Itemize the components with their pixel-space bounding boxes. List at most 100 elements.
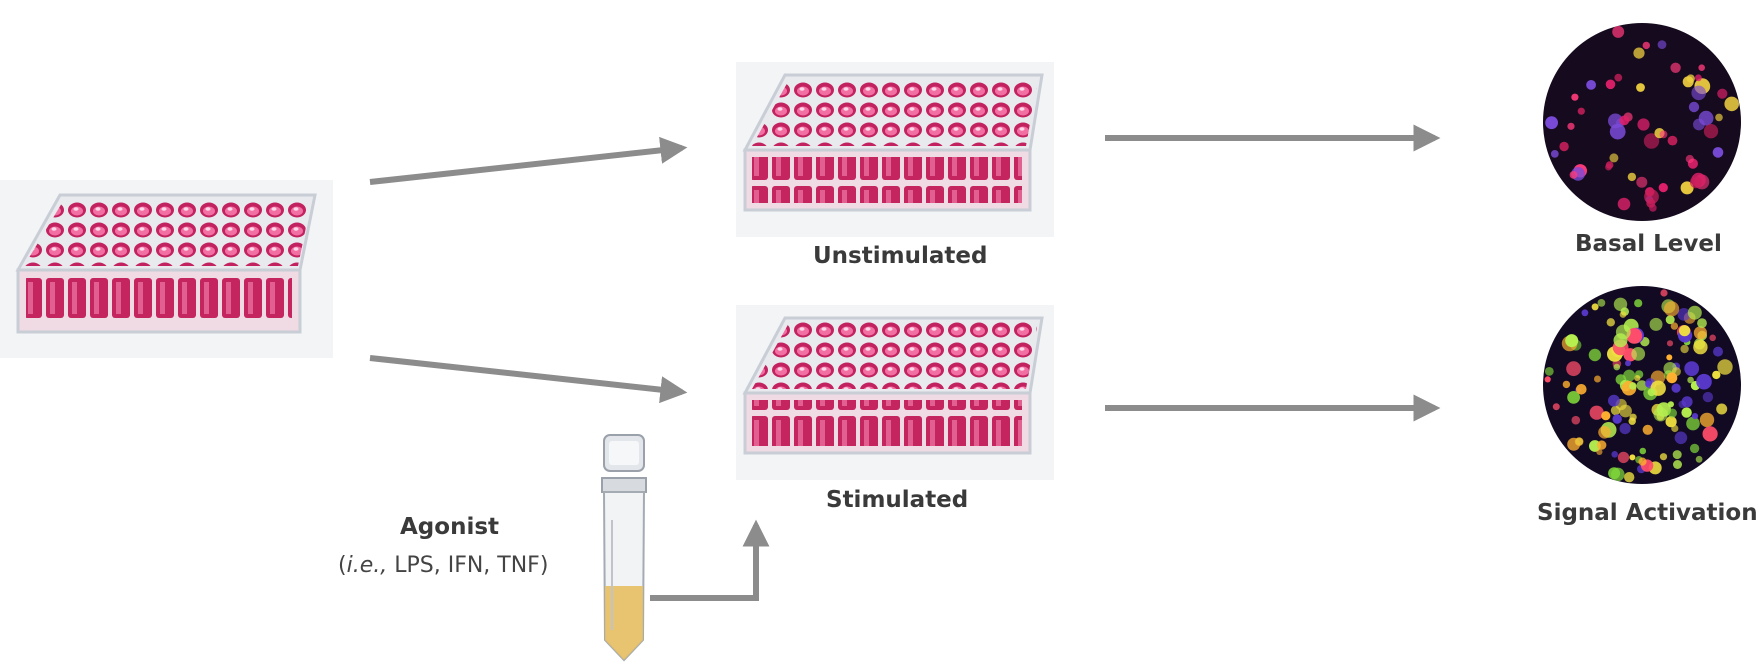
cell-dot <box>1581 309 1589 317</box>
cell-dot <box>1666 372 1678 384</box>
cell-dot <box>1597 299 1606 307</box>
cell-dot <box>1629 454 1636 461</box>
cell-dot <box>1666 340 1674 347</box>
cell-dot <box>1717 88 1728 99</box>
cell-dot <box>1586 80 1596 90</box>
cell-dot <box>1653 407 1668 422</box>
cell-dot <box>1702 391 1714 403</box>
agonist-open-paren: ( <box>338 553 347 578</box>
stimulated-plate-icon <box>736 305 1054 480</box>
cell-dot <box>1682 76 1694 88</box>
cell-dot <box>1664 301 1680 317</box>
cell-dot <box>1715 113 1723 122</box>
cell-dot <box>1659 130 1668 139</box>
cell-dot <box>1567 122 1575 130</box>
cell-dot <box>1566 361 1581 377</box>
cell-dot <box>1679 325 1691 337</box>
cell-dot <box>1552 403 1560 411</box>
cell-dot <box>1642 424 1653 435</box>
cell-dot <box>1567 391 1580 404</box>
cell-dot <box>1677 308 1691 321</box>
cell-dot <box>1643 133 1660 149</box>
cell-dot <box>1619 423 1631 435</box>
cell-dot <box>1670 62 1681 73</box>
cell-dot <box>1713 346 1723 357</box>
cell-dot <box>1678 400 1687 409</box>
cell-dot <box>1695 74 1702 82</box>
cell-dot <box>1696 373 1712 390</box>
cell-dot <box>1591 303 1599 311</box>
unstimulated-label: Unstimulated <box>813 243 988 269</box>
cell-dot <box>1624 472 1635 483</box>
cell-dot <box>1605 79 1616 90</box>
cell-dot <box>1636 176 1648 188</box>
cell-dot <box>1667 408 1677 418</box>
cell-dot <box>1680 344 1689 354</box>
cell-dot <box>1628 417 1636 425</box>
basal-micrograph-icon <box>1543 23 1741 221</box>
cell-dot <box>1613 363 1621 371</box>
cell-dot <box>1638 457 1647 466</box>
cell-dot <box>1562 380 1571 389</box>
cell-dot <box>1673 460 1682 469</box>
cell-dot <box>1633 47 1645 59</box>
cell-dot <box>1716 403 1728 415</box>
cell-dot <box>1712 370 1721 380</box>
cell-dot <box>1687 305 1702 320</box>
cell-dot <box>1571 415 1581 425</box>
cell-dot <box>1597 440 1607 450</box>
cell-dot <box>1667 135 1678 146</box>
cell-dot <box>1689 443 1700 454</box>
cell-dot <box>1670 322 1679 330</box>
cell-dot <box>1685 154 1694 164</box>
cell-dot <box>1589 405 1604 420</box>
cell-dot <box>1693 339 1708 355</box>
cell-dot <box>1659 453 1668 461</box>
cell-dot <box>1609 123 1626 140</box>
arrow-to-unstimulated <box>369 136 688 185</box>
cell-dot <box>1588 348 1602 362</box>
cell-dot <box>1657 40 1667 49</box>
cell-dot <box>1611 467 1625 482</box>
cell-dot <box>1596 448 1603 455</box>
arrow-agonist-to-stimulated <box>650 519 770 601</box>
cell-dot <box>1697 318 1707 328</box>
cell-dot <box>1702 426 1718 442</box>
cell-dot <box>1636 380 1648 391</box>
cell-dot <box>1619 311 1627 318</box>
signal-micrograph-icon <box>1543 286 1741 484</box>
stimulated-label: Stimulated <box>826 487 969 513</box>
agonist-tube-icon <box>601 434 647 662</box>
cell-dot <box>1619 115 1630 126</box>
cell-dot <box>1611 451 1618 458</box>
cell-dot <box>1691 85 1706 101</box>
cell-dot <box>1608 394 1620 407</box>
cell-dot <box>1598 426 1611 439</box>
cell-dot <box>1639 447 1647 455</box>
cell-dot <box>1703 124 1719 139</box>
cell-dot <box>1609 153 1619 163</box>
cell-dot <box>1693 326 1707 340</box>
cell-dot <box>1680 181 1694 195</box>
cell-dot <box>1642 41 1651 50</box>
cell-dot <box>1674 431 1688 445</box>
cell-dot <box>1724 96 1739 112</box>
cell-dot <box>1689 176 1702 189</box>
basal-level-label: Basal Level <box>1575 231 1722 257</box>
cell-dot <box>1699 412 1715 428</box>
cell-dot <box>1544 376 1551 383</box>
cell-dot <box>1559 141 1569 152</box>
cell-dot <box>1686 416 1700 431</box>
cell-dot <box>1698 64 1705 71</box>
cell-dot <box>1665 315 1675 325</box>
cell-dot <box>1625 360 1631 367</box>
agonist-examples: (i.e., LPS, IFN, TNF) <box>338 553 548 578</box>
cell-dot <box>1634 375 1641 382</box>
cell-dot <box>1565 334 1579 348</box>
cell-dot <box>1671 383 1681 393</box>
cell-dot <box>1691 413 1699 420</box>
cell-dot <box>1695 455 1703 463</box>
cell-dot <box>1634 299 1643 308</box>
cell-dot <box>1665 416 1677 428</box>
